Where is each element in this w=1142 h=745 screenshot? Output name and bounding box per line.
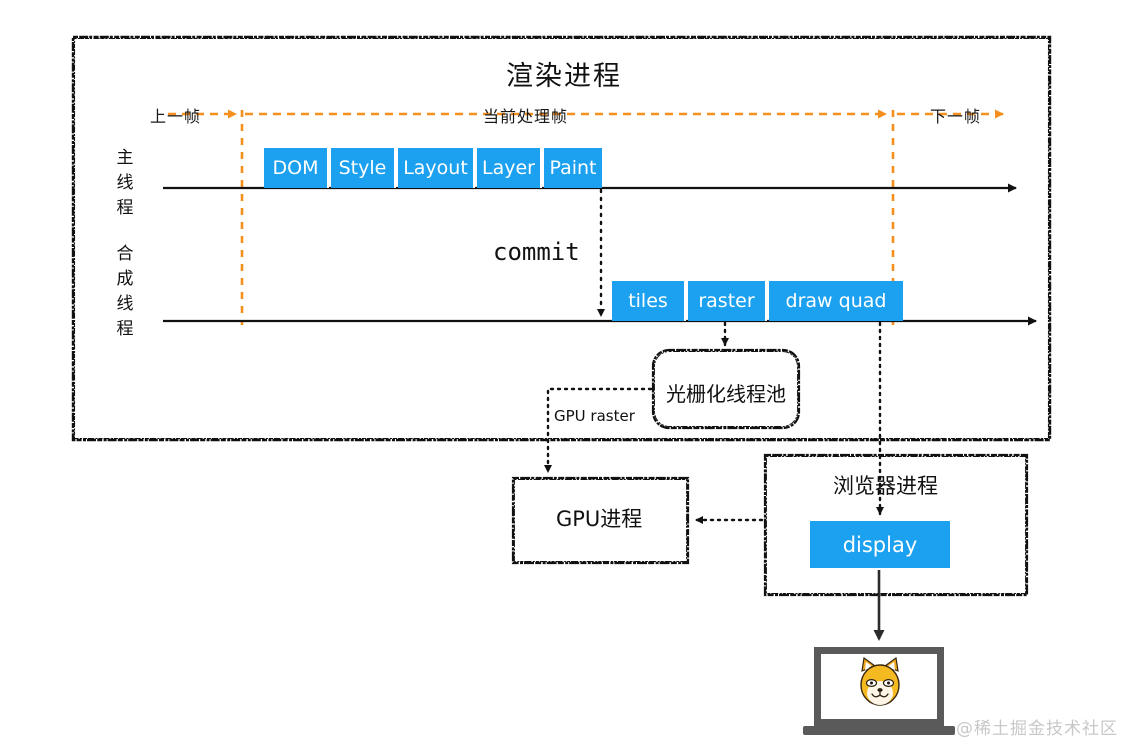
doge-face-icon (860, 656, 900, 706)
stage-chip-dom[interactable]: DOM (264, 148, 329, 188)
previous-frame-label: 上一帧 (150, 107, 202, 126)
gpu-process-box (511, 476, 690, 565)
display-chip[interactable]: display (810, 521, 950, 568)
stage-chip-style[interactable]: Style (331, 148, 396, 188)
main-thread-label: 主线程 (116, 148, 134, 218)
browser-process-box (763, 453, 1029, 597)
renderer-process-box (71, 35, 1052, 442)
compositor-thread-label: 合成线程 (116, 244, 134, 339)
stage-chip-layer[interactable]: Layer (477, 148, 542, 188)
stage-chip-raster[interactable]: raster (688, 281, 767, 321)
stage-chip-layout[interactable]: Layout (398, 148, 475, 188)
raster-thread-pool-label: 光栅化线程池 (666, 382, 786, 406)
browser-process-label: 浏览器进程 (833, 474, 938, 498)
gpu-process-label: GPU进程 (556, 507, 643, 531)
gpu-raster-label: GPU raster (554, 407, 635, 425)
laptop-base-icon (803, 726, 955, 735)
stage-chip-paint[interactable]: Paint (544, 148, 602, 188)
watermark: @稀土掘金技术社区 (956, 719, 1118, 739)
gpu-raster-path (544, 387, 653, 474)
raster-thread-pool-box (651, 348, 801, 430)
page-title: 渲染进程 (506, 61, 622, 92)
current-frame-label: 当前处理帧 (483, 107, 569, 126)
commit-label: commit (493, 238, 580, 266)
next-frame-label: 下一帧 (930, 107, 982, 126)
stage-chip-draw-quad[interactable]: draw quad (769, 281, 903, 321)
stage-chip-tiles[interactable]: tiles (612, 281, 686, 321)
